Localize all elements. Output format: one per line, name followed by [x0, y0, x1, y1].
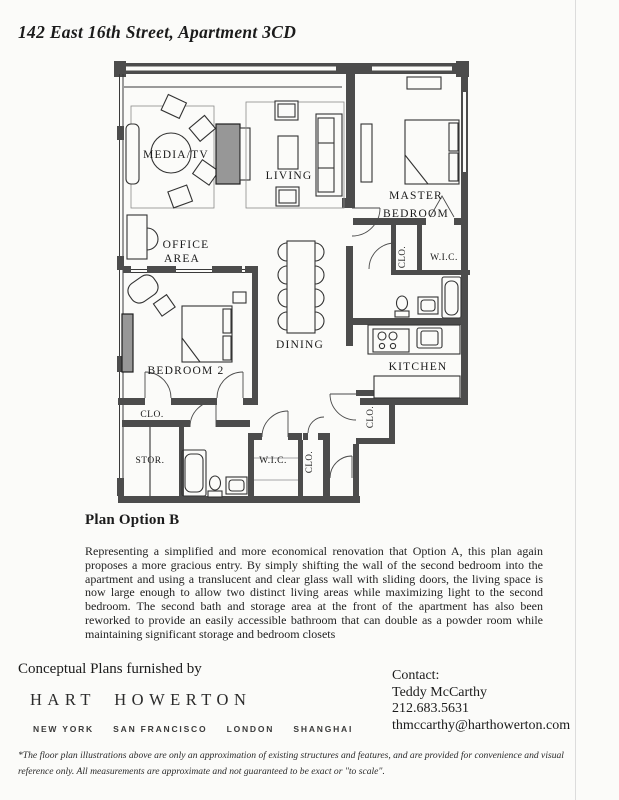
desk-chair-icon: [146, 227, 159, 251]
chair-icon: [191, 158, 220, 186]
label-wic-front: W.I.C.: [259, 456, 287, 466]
contact-phone: 212.683.5631: [392, 701, 469, 716]
label-office-2: AREA: [164, 253, 200, 265]
firm-cities: NEW YORK SAN FRANCISCO LONDON SHANGHAI: [33, 724, 368, 734]
toilet-icon: [395, 295, 409, 311]
coffee-table-icon: [277, 135, 299, 170]
chair-icon: [160, 93, 188, 120]
ottoman-icon: [152, 293, 176, 317]
scan-artifact-line: [575, 0, 576, 800]
kitchen-fixtures: [367, 324, 461, 399]
dresser-icon: [360, 123, 373, 183]
sink-icon: [225, 476, 248, 495]
bed-icon: [404, 119, 460, 185]
sofa-icon: [315, 113, 343, 197]
living-room-furniture: [245, 100, 345, 209]
media-unit-icon: [215, 123, 241, 185]
round-table-icon: [150, 132, 192, 174]
armchair-icon: [127, 274, 159, 304]
master-bedroom-furniture: [360, 76, 460, 185]
second-bath-fixtures: [149, 427, 298, 498]
disclaimer-note: *The floor plan illustrations above are …: [18, 750, 564, 777]
label-wic-master: W.I.C.: [430, 253, 458, 263]
bedroom2-furniture: [121, 274, 247, 373]
bathtub-icon: [181, 449, 207, 497]
contact-email: thmccarthy@harthowerton.com: [392, 717, 571, 733]
island-counter: [373, 375, 461, 399]
label-clo-master: CLO.: [397, 246, 407, 268]
nightstand-icon: [232, 291, 247, 304]
label-clo-bedroom2: CLO.: [140, 410, 163, 420]
armchair-icon: [274, 100, 299, 121]
master-bath-fixtures: [394, 276, 462, 319]
settee-icon: [125, 123, 140, 185]
label-living: LIVING: [266, 170, 313, 182]
label-office-1: OFFICE: [163, 239, 210, 251]
chair-icon: [188, 114, 217, 143]
stove-icon: [372, 328, 410, 353]
bed-icon: [181, 305, 233, 363]
contact-name: Teddy McCarthy: [392, 684, 488, 700]
console-icon: [239, 127, 251, 181]
media-room-furniture: [125, 93, 251, 209]
desk-icon: [126, 214, 148, 260]
firm-wordmark: HART HOWERTON: [30, 690, 252, 709]
label-dining: DINING: [276, 339, 324, 351]
city-san-francisco: SAN FRANCISCO: [113, 724, 208, 734]
contact-label: Contact:: [392, 668, 440, 683]
armchair-icon: [275, 186, 300, 207]
office-furniture: [126, 214, 159, 260]
city-shanghai: SHANGHAI: [293, 724, 354, 734]
furnished-by-label: Conceptual Plans furnished by: [18, 661, 202, 677]
sink-icon: [417, 296, 439, 315]
label-clo-hall: CLO.: [365, 406, 375, 428]
plan-description: Representing a simplified and more econo…: [85, 544, 543, 641]
city-london: LONDON: [226, 724, 275, 734]
bathtub-icon: [441, 276, 462, 319]
label-master-2: BEDROOM: [383, 208, 449, 220]
chair-icon: [167, 184, 194, 209]
floor-plan-drawing: MEDIA/TV LIVING MASTER BEDROOM OFFICE AR…: [114, 61, 470, 503]
shelf-icon: [406, 76, 442, 90]
contact-block: Contact: Teddy McCarthy 212.683.5631 thm…: [392, 668, 570, 734]
door-swing-arcs: [144, 195, 455, 479]
label-media-tv: MEDIA/TV: [143, 149, 209, 161]
label-bedroom2: BEDROOM 2: [148, 365, 225, 377]
dining-furniture: [277, 240, 325, 334]
label-master-1: MASTER: [389, 190, 443, 202]
translucent-wall-panel: [121, 313, 134, 373]
toilet-icon: [208, 475, 222, 491]
sink-icon: [416, 327, 443, 349]
plan-option-heading: Plan Option B: [85, 512, 180, 528]
city-new-york: NEW YORK: [33, 724, 94, 734]
room-labels: MEDIA/TV LIVING MASTER BEDROOM OFFICE AR…: [136, 149, 458, 473]
dining-table-icon: [286, 240, 316, 334]
label-stor: STOR.: [136, 456, 165, 466]
page-title: 142 East 16th Street, Apartment 3CD: [18, 22, 297, 42]
label-clo-front: CLO.: [304, 451, 314, 473]
label-kitchen: KITCHEN: [389, 361, 448, 373]
